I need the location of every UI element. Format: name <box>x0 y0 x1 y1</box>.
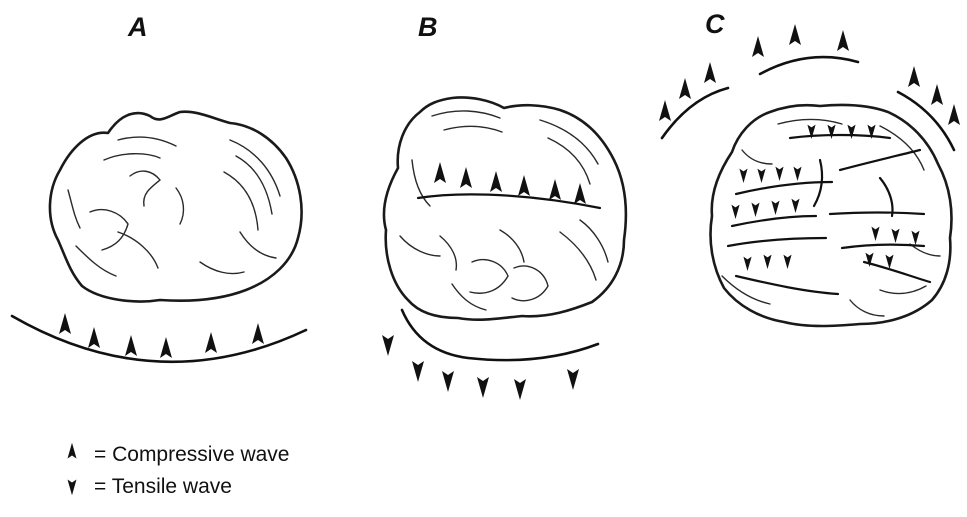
legend-label-compressive: = Compressive wave <box>94 443 290 466</box>
legend-item-compressive: = Compressive wave <box>68 443 290 466</box>
compressive-mark <box>789 24 801 45</box>
crack-c <box>842 245 924 248</box>
stone-b-texture <box>400 111 608 310</box>
panel-label-b: B <box>418 12 438 42</box>
legend-item-tensile: = Tensile wave <box>68 475 232 498</box>
crack-c <box>736 182 832 194</box>
compressive-mark <box>574 183 586 204</box>
tensile-mark <box>771 201 779 215</box>
tensile-mark <box>412 361 424 382</box>
compressive-marks-a <box>59 313 264 358</box>
tensile-mark <box>871 227 879 241</box>
tensile-mark <box>847 125 855 139</box>
panel-b <box>382 97 626 400</box>
crack-c <box>864 262 930 282</box>
compressive-mark <box>252 323 264 344</box>
crack-c <box>880 178 893 216</box>
stone-c-texture <box>722 120 940 317</box>
cracks-c <box>728 135 930 294</box>
compressive-mark <box>160 337 172 358</box>
tensile-mark <box>477 377 489 398</box>
tensile-wave-icon <box>68 480 77 496</box>
tensile-mark <box>743 257 751 271</box>
compressive-mark <box>434 162 446 183</box>
wave-arc-c-left <box>662 88 728 138</box>
compressive-mark <box>88 327 100 348</box>
compressive-mark <box>490 171 502 192</box>
tensile-mark <box>567 369 579 390</box>
tensile-mark <box>382 335 394 356</box>
compressive-mark <box>948 104 960 125</box>
compressive-mark <box>837 30 849 51</box>
panel-label-c: C <box>705 9 725 39</box>
compressive-mark <box>704 62 716 83</box>
tensile-mark <box>763 255 771 269</box>
crack-c <box>736 276 838 294</box>
compressive-mark <box>679 78 691 99</box>
tensile-mark <box>751 203 759 217</box>
tensile-mark <box>757 169 765 183</box>
legend: = Compressive wave = Tensile wave <box>68 443 290 498</box>
compressive-mark <box>752 36 764 57</box>
panel-label-a: A <box>127 12 148 42</box>
tensile-marks-b <box>382 335 579 400</box>
crack-c <box>790 135 890 138</box>
tensile-mark <box>442 371 454 392</box>
tensile-mark <box>793 167 801 181</box>
tensile-mark <box>827 125 835 139</box>
panel-c <box>659 24 960 326</box>
tensile-mark <box>891 229 899 243</box>
tensile-mark <box>911 231 919 245</box>
crack-c <box>840 150 920 170</box>
compressive-mark <box>549 179 561 200</box>
wave-arc-c-top <box>760 57 858 74</box>
legend-label-tensile: = Tensile wave <box>94 475 232 498</box>
tensile-mark <box>783 255 791 269</box>
compressive-mark <box>659 100 671 121</box>
crack-c <box>732 216 816 226</box>
stone-a-outline <box>50 112 302 302</box>
compressive-wave-icon <box>68 443 77 459</box>
tensile-mark <box>791 199 799 213</box>
compressive-marks-b <box>434 162 586 204</box>
tensile-mark <box>885 255 893 269</box>
compressive-mark <box>205 332 217 353</box>
crack-b <box>418 194 600 208</box>
compressive-mark <box>460 167 472 188</box>
compressive-marks-c-outer <box>659 24 960 125</box>
tensile-mark <box>739 169 747 183</box>
stone-b-outline <box>384 97 626 319</box>
tensile-mark <box>775 167 783 181</box>
panel-a <box>12 112 306 362</box>
compressive-mark <box>125 335 137 356</box>
tensile-mark <box>731 205 739 219</box>
compressive-mark <box>931 84 943 105</box>
crack-c <box>728 238 826 246</box>
compressive-mark <box>59 313 71 334</box>
compressive-mark <box>518 175 530 196</box>
tensile-mark <box>514 379 526 400</box>
crack-c <box>830 213 924 215</box>
stone-a-texture <box>68 137 280 276</box>
compressive-mark <box>908 66 920 87</box>
